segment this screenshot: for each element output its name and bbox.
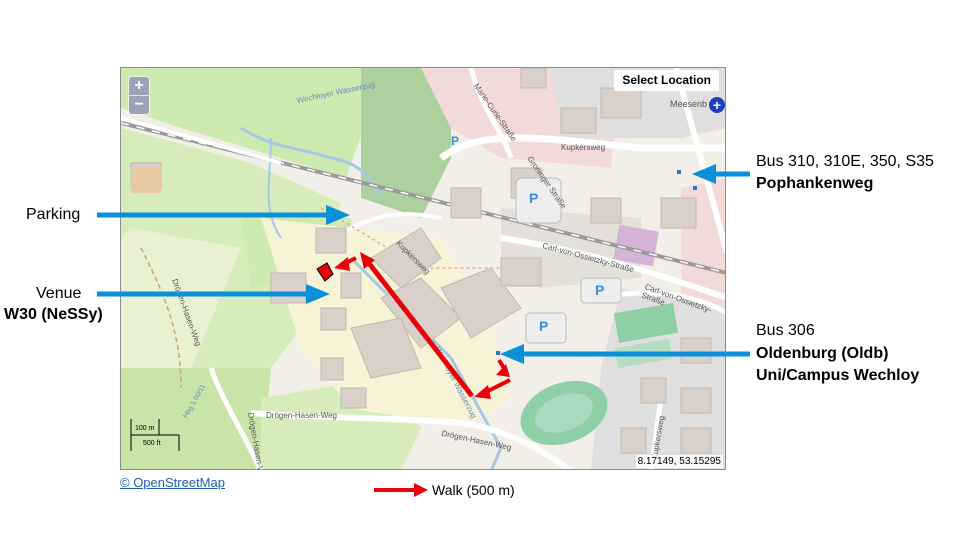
walk-legend: Walk (500 m) [372, 482, 515, 498]
zoom-out-button[interactable]: − [134, 96, 144, 113]
parking-symbol: P [539, 318, 549, 334]
map-view[interactable]: P P P P Wechloyer Wasserzug Marie-Curie-… [120, 67, 726, 470]
select-location-button[interactable]: Select Location [614, 70, 719, 91]
parking-symbol: P [529, 190, 539, 206]
scale-bar: 100 m 500 ft [129, 415, 184, 455]
bus-top-stop-label: Pophankenweg [756, 175, 874, 192]
bus-bottom-city-label: Oldenburg (Oldb) [756, 345, 889, 362]
parking-symbol: P [451, 134, 460, 148]
coordinates-readout: 8.17149, 53.15295 [635, 455, 723, 468]
parking-symbol: P [595, 282, 605, 298]
street-label: Kupkersweg [561, 143, 606, 152]
openstreetmap-link[interactable]: © OpenStreetMap [120, 475, 225, 490]
walk-legend-label: Walk (500 m) [432, 482, 515, 498]
zoom-control: + − [129, 77, 149, 114]
zoom-in-button[interactable]: + [129, 77, 149, 96]
bus-top-lines-label: Bus 310, 310E, 350, S35 [756, 153, 934, 170]
scale-metric: 100 m [135, 425, 155, 432]
scale-imperial: 500 ft [143, 440, 161, 447]
walk-arrow-icon [374, 483, 428, 497]
street-label: Drögen-Hasen-Weg [266, 411, 337, 420]
venue-label: Venue [36, 285, 82, 302]
parking-label: Parking [26, 206, 81, 223]
bus-bottom-stop-label: Uni/Campus Wechloy [756, 367, 920, 384]
place-label: Meesenb [669, 99, 707, 109]
venue-name-label: W30 (NeSSy) [4, 306, 103, 323]
bus-bottom-line-label: Bus 306 [756, 322, 815, 339]
add-icon[interactable]: + [709, 97, 725, 113]
